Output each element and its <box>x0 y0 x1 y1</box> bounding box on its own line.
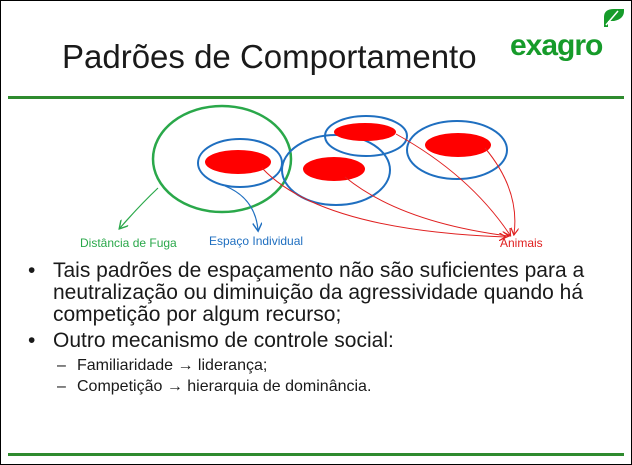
animal-shape <box>334 123 396 141</box>
sub-bullet-marker: – <box>57 378 66 395</box>
fuga-pointer <box>120 187 159 228</box>
bullet-marker: • <box>28 259 36 282</box>
sub-bullet-marker: – <box>57 357 66 374</box>
animal-pointer <box>261 167 505 237</box>
leaf-icon <box>604 9 624 27</box>
animal-pointer <box>344 176 508 236</box>
bullet-text: Outro mecanismo de controle social: <box>53 329 394 352</box>
bullet-text: Tais padrões de espaçamento não são sufi… <box>53 259 585 326</box>
individual-space-circle <box>324 115 408 157</box>
logo-text: exagro <box>510 29 603 62</box>
flight-distance-circle <box>151 104 293 214</box>
sub-bullet-text: Familiaridade → liderança; <box>77 357 268 374</box>
flight-distance-label: Distância de Fuga <box>80 236 177 250</box>
bullet-marker: • <box>28 329 36 352</box>
exagro-logo: exagro <box>510 7 628 67</box>
bullet-list: • Tais padrões de espaçamento não são su… <box>28 260 628 396</box>
individual-space-circle <box>406 120 508 180</box>
title-divider <box>8 96 624 99</box>
animal-pointer <box>484 147 515 234</box>
footer-divider <box>8 453 624 456</box>
animal-shape <box>303 157 365 181</box>
espaco-pointer <box>224 185 258 230</box>
bullet-item: • Tais padrões de espaçamento não são su… <box>28 260 628 326</box>
animal-shape <box>425 133 491 157</box>
individual-space-label: Espaço Individual <box>209 234 304 248</box>
animal-shape <box>205 150 271 174</box>
sub-bullet-item: – Competição → hierarquia de dominância. <box>28 377 628 396</box>
animal-pointer <box>395 133 510 235</box>
sub-bullet-text: Competição → hierarquia de dominância. <box>77 378 372 395</box>
slide-title: Padrões de Comportamento <box>62 38 477 75</box>
animals-label: Animais <box>500 236 543 250</box>
sub-bullet-item: – Familiaridade → liderança; <box>28 356 628 375</box>
spacing-diagram <box>0 104 632 260</box>
bullet-item: • Outro mecanismo de controle social: <box>28 330 628 352</box>
